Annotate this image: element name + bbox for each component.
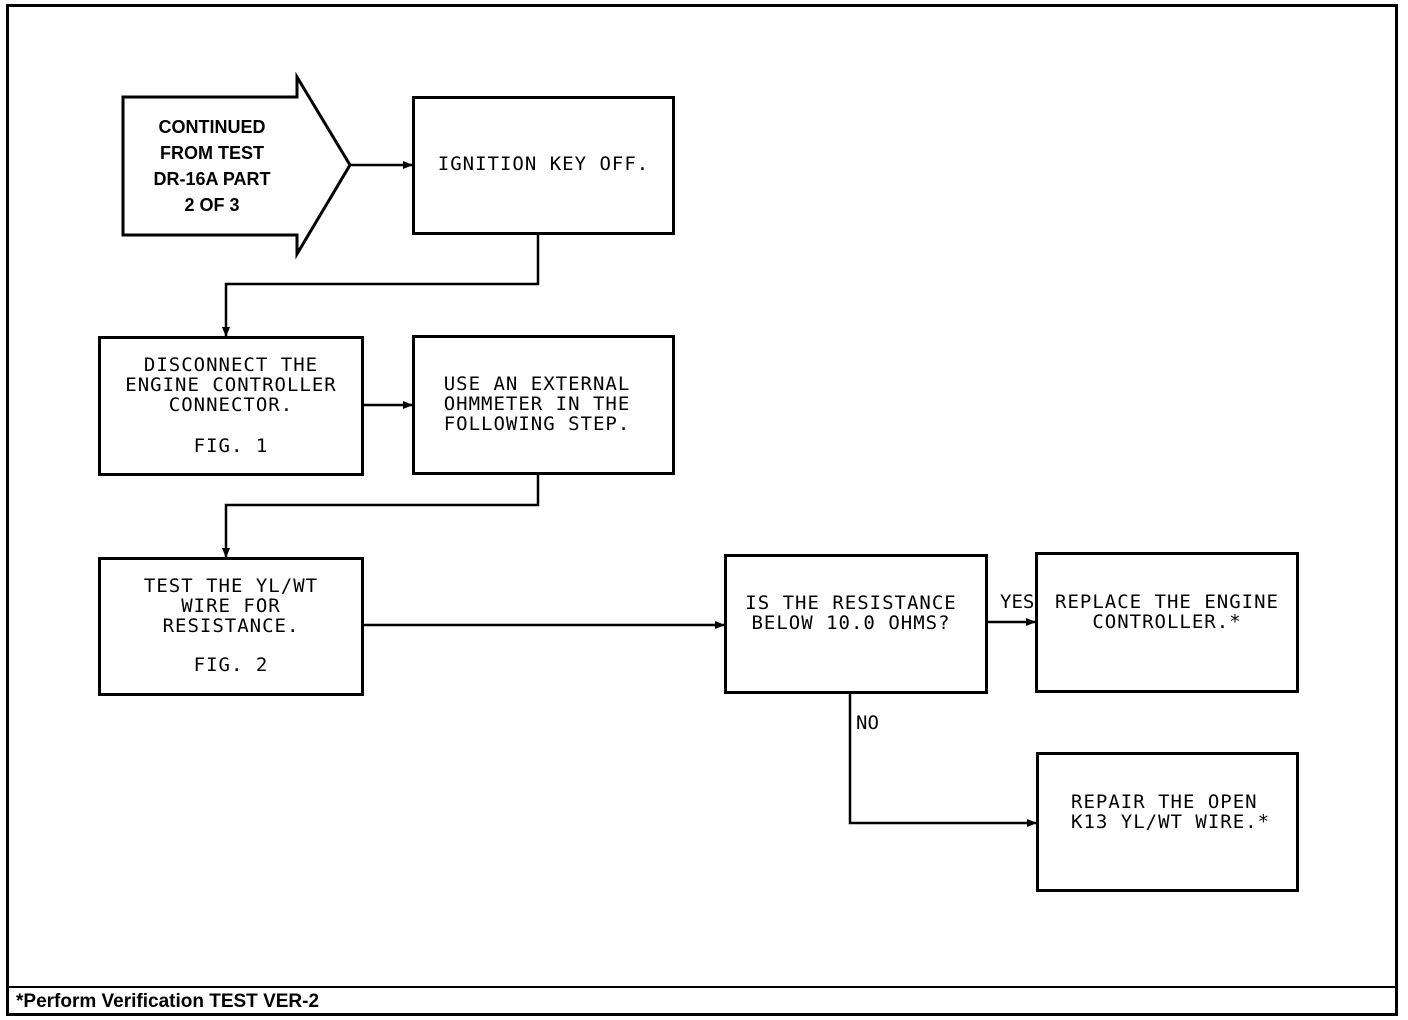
action-repair-wire-label: REPAIR THE OPEN K13 YL/WT WIRE.* [1071,791,1271,833]
footer-divider [6,986,1398,988]
page-frame [6,4,1398,1016]
connector-ohmmeter-to-test [222,475,540,558]
step-ignition-key-off-label: IGNITION KEY OFF. [437,153,650,175]
action-repair-wire [1036,752,1299,892]
decision-resistance-question [724,554,988,694]
step-use-ohmmeter [412,335,675,475]
connector-ignition-to-disconnect [222,235,540,337]
decision-resistance-question-label: IS THE RESISTANCE BELOW 10.0 OHMS? [745,592,957,634]
step-disconnect-controller-label: DISCONNECT THE ENGINE CONTROLLER CONNECT… [125,354,337,416]
action-replace-controller [1035,552,1299,693]
step-ignition-key-off [412,96,675,235]
footer-note: *Perform Verification TEST VER-2 [16,991,320,1012]
step-test-fig-label: FIG. 2 [193,654,269,676]
step-test-wire [98,557,364,696]
step-disconnect-fig-label: FIG. 1 [193,435,269,457]
edge-label-no: NO [856,712,879,734]
step-use-ohmmeter-label: USE AN EXTERNAL OHMMETER IN THE FOLLOWIN… [443,373,631,435]
edge-label-yes: YES [1000,591,1035,613]
continuation-arrow-shape [121,71,352,260]
step-disconnect-controller [98,336,364,476]
continuation-label: CONTINUED FROM TEST DR-16A PART 2 OF 3 [153,117,271,215]
connector-question-to-repair [848,693,1037,827]
action-replace-controller-label: REPLACE THE ENGINE CONTROLLER.* [1055,591,1279,633]
step-test-wire-label: TEST THE YL/WT WIRE FOR RESISTANCE. [143,575,319,637]
